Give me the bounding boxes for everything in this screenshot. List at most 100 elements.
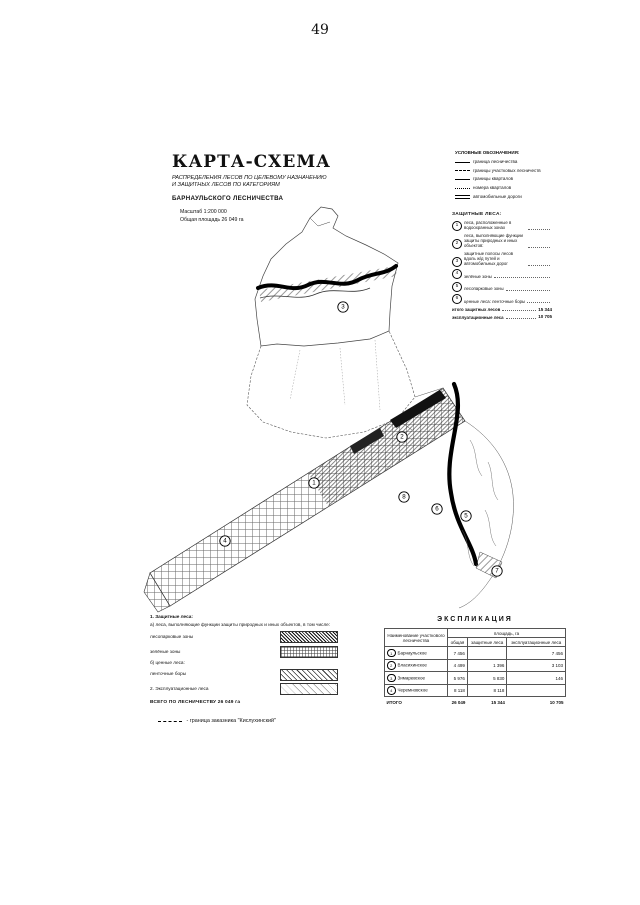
dotted-leader: [528, 228, 550, 230]
category-label: лесопарковые зоны: [464, 286, 504, 292]
legend-item: номера кварталов: [455, 185, 551, 192]
swatch-label: зелёные зоны: [150, 648, 181, 654]
area-legend-line3: б) ценные леса:: [150, 659, 185, 665]
east-area-boundary: [458, 420, 514, 609]
explication-block: ЭКСПЛИКАЦИЯ Наименование участкового лес…: [384, 616, 566, 707]
total-label: ИТОГО: [384, 696, 448, 707]
category-label: защитные полосы лесов вдоль ж/д путей и …: [464, 251, 514, 267]
explication-title: ЭКСПЛИКАЦИЯ: [437, 616, 513, 623]
map-header: КАРТА-СХЕМА РАСПРЕДЕЛЕНИЯ ЛЕСОВ ПО ЦЕЛЕВ…: [172, 152, 352, 223]
legend-item-label: границы кварталов: [473, 176, 514, 182]
area-legend: 1. Защитные леса: а) леса, выполняющие ф…: [150, 612, 338, 707]
svg-text:1: 1: [312, 480, 316, 487]
total-protective: 15 344: [467, 696, 507, 707]
forestry-unit-name: Зимаревское: [397, 675, 425, 681]
legend-item-label: граница лесничества: [473, 158, 518, 164]
cell-total: 5 976: [447, 671, 468, 685]
dotted-leader: [505, 289, 550, 291]
category-number-badge: 6: [452, 294, 462, 304]
legend-item: границы участковых лесничеств: [455, 168, 551, 175]
category-item: 5 лесопарковые зоны: [452, 281, 552, 292]
cell-total: 8 118: [447, 683, 468, 698]
map-marker: 4: [219, 535, 231, 547]
dotted-leader: [528, 264, 550, 266]
table-total-row: ИТОГО 26 049 15 344 10 705: [384, 696, 566, 707]
operational-total-line: эксплуатационные леса 10 705: [452, 314, 552, 319]
svg-text:5: 5: [464, 513, 468, 520]
legend-item-label: автомобильные дороги: [473, 193, 522, 199]
reserve-boundary-line-icon: [158, 720, 182, 722]
forestry-unit-name: Барнаульское: [397, 650, 427, 656]
protective-total-line: итого защитных лесов 15 344: [452, 307, 552, 312]
col-header-operational: эксплуатационные леса: [506, 637, 566, 648]
map-subtitle-line2: И ЗАЩИТНЫХ ЛЕСОВ ПО КАТЕГОРИЯМ: [172, 182, 280, 189]
dotted-leader: [527, 302, 550, 303]
map-scale: Масштаб 1:200 000: [180, 208, 227, 215]
area-legend-line2: а) леса, выполняющие функции защиты прир…: [150, 622, 331, 628]
category-item: 2 леса, выполняющие функции защиты приро…: [452, 233, 552, 249]
map-subtitle: РАСПРЕДЕЛЕНИЯ ЛЕСОВ ПО ЦЕЛЕВОМУ НАЗНАЧЕН…: [172, 175, 352, 190]
total-operational: 10 705: [506, 696, 566, 707]
categories-legend-title: ЗАЩИТНЫЕ ЛЕСА:: [452, 212, 502, 217]
forestry-name: БАРНАУЛЬСКОГО ЛЕСНИЧЕСТВА: [172, 194, 284, 202]
category-number-badge: 2: [452, 238, 462, 249]
hatch-swatch: [280, 668, 338, 681]
dotted-leader: [505, 317, 537, 319]
total-value: 10 705: [538, 314, 552, 320]
total-value: 15 344: [538, 306, 552, 312]
total-total: 26 049: [447, 696, 468, 707]
area-legend-line1: 1. Защитные леса:: [150, 614, 193, 619]
reserve-boundary-label: граница заказника "Кислухинский": [189, 718, 276, 724]
legend-swatch-row: лесопарковые зоны: [150, 631, 338, 644]
cell-total: 4 499: [447, 658, 468, 673]
legend-swatch-row: зелёные зоны: [150, 645, 338, 658]
cell-protective: 8 118: [466, 683, 508, 698]
category-item: 1 леса, расположенные в водоохранных зон…: [452, 220, 552, 231]
swatch-label: 2. Эксплуатационные леса: [150, 685, 209, 691]
legend-item-label: номера кварталов: [473, 185, 512, 190]
legend-swatch-row: ленточные боры: [150, 668, 338, 681]
thin-line-icon: [455, 179, 470, 181]
map-marker: 5: [460, 510, 472, 522]
ribbon-dark-patch-2: [350, 428, 384, 454]
area-legend-total: ВСЕГО ПО ЛЕСНИЧЕСТВУ 26 049 га: [150, 700, 241, 706]
categories-legend: ЗАЩИТНЫЕ ЛЕСА: 1 леса, расположенные в в…: [452, 212, 552, 320]
total-label: итого защитных лесов: [452, 306, 501, 312]
cell-operational: 146: [506, 671, 566, 685]
dotted-line-icon: [455, 187, 470, 189]
row-number-badge: 2: [387, 661, 396, 670]
dotted-leader: [493, 277, 550, 278]
double-line-icon: [455, 195, 470, 200]
dashed-line-icon: [455, 170, 470, 172]
dotted-leader: [502, 309, 537, 311]
cell-operational: 7 456: [506, 646, 566, 660]
cell-protective: 1 396: [466, 658, 508, 673]
svg-text:8: 8: [402, 494, 406, 501]
light-hatch-swatch: [280, 683, 338, 696]
map-marker: 6: [431, 503, 443, 515]
category-label: зелёные зоны: [464, 273, 492, 279]
svg-text:2: 2: [400, 434, 404, 441]
col-header-group: площадь, га: [447, 627, 566, 639]
category-item: 3 защитные полосы лесов вдоль ж/д путей …: [452, 251, 552, 267]
category-label: леса, выполняющие функции защиты природн…: [464, 233, 523, 249]
reserve-boundary-note: - граница заказника "Кислухинский": [158, 718, 276, 724]
river-channel-north: [256, 264, 398, 291]
category-number-badge: 5: [452, 281, 462, 292]
category-number-badge: 3: [452, 256, 462, 267]
river-channel-north-secondary: [259, 287, 371, 299]
map-marker: 7: [491, 565, 503, 577]
ribbon-southwest-tail: [143, 572, 171, 613]
total-label: эксплуатационные леса: [452, 314, 504, 320]
col-header-name: Наименование участкового лесничества: [384, 627, 448, 648]
row-number-badge: 3: [387, 673, 396, 683]
legend-item: граница лесничества: [455, 159, 551, 166]
map-title: КАРТА-СХЕМА: [172, 152, 331, 172]
svg-text:4: 4: [223, 538, 227, 545]
peninsula-line: [309, 217, 331, 227]
category-number-badge: 1: [452, 220, 462, 231]
legend-swatch-row: 2. Эксплуатационные леса: [150, 683, 338, 696]
category-label: ценные леса: ленточные боры: [464, 298, 526, 304]
